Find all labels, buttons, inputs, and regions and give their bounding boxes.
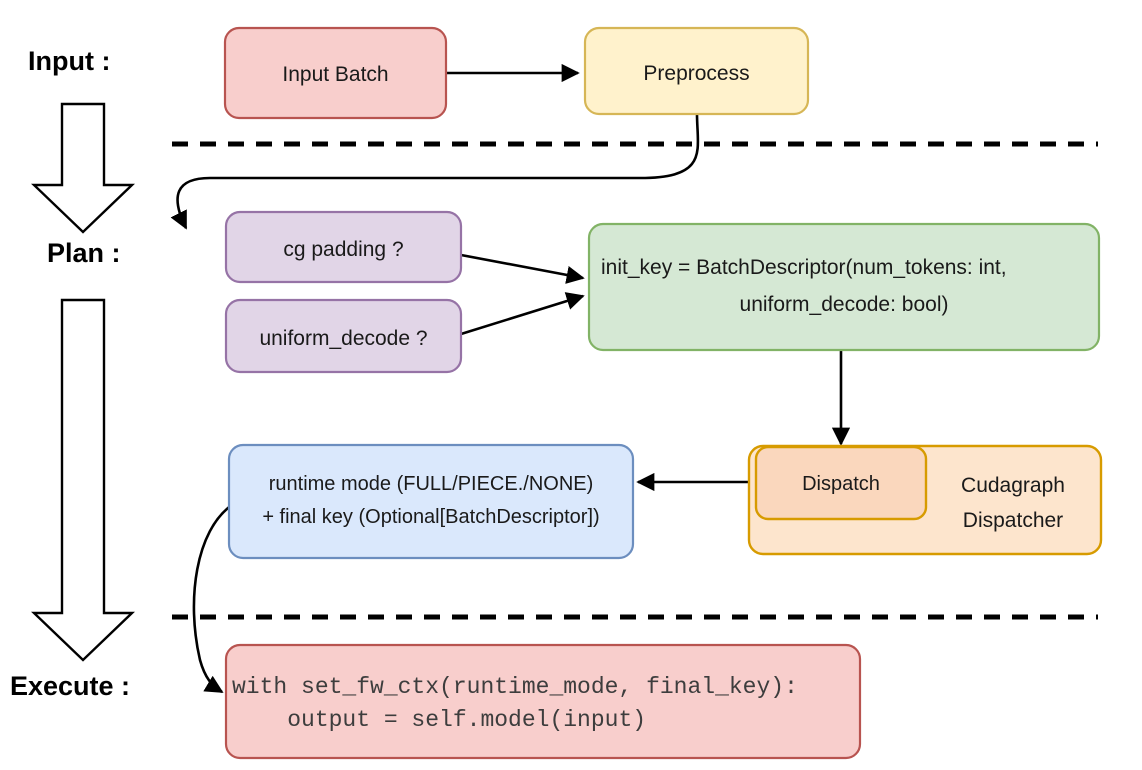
node-execute-code[interactable]: with set_fw_ctx(runtime_mode, final_key)… <box>224 643 862 760</box>
node-execute-code-line1: with set_fw_ctx(runtime_mode, final_key)… <box>232 674 798 700</box>
node-cudagraph-dispatcher-line1: Cudagraph <box>961 474 1065 497</box>
edge-preprocess-to-plan <box>170 113 700 230</box>
node-dispatch-label: Dispatch <box>802 473 880 495</box>
stage-label-execute: Execute : <box>10 671 130 701</box>
stage-label-input: Input : <box>28 46 110 76</box>
node-cudagraph-dispatcher-line2: Dispatcher <box>963 509 1063 532</box>
node-cg-padding-shape <box>224 210 463 284</box>
node-init-key[interactable]: init_key = BatchDescriptor(num_tokens: i… <box>587 222 1101 352</box>
node-init-key-line2: uniform_decode: bool) <box>740 293 949 316</box>
node-input-batch[interactable]: Input Batch <box>223 26 448 120</box>
node-uniform-decode[interactable]: uniform_decode ? <box>224 298 463 374</box>
node-dispatch[interactable]: Dispatch <box>754 445 928 521</box>
edge-cg-padding-to-init-key <box>460 253 585 284</box>
node-init-key-shape <box>587 222 1101 352</box>
edge-uniform-decode-to-init-key <box>460 292 585 336</box>
node-init-key-line1: init_key = BatchDescriptor(num_tokens: i… <box>601 256 1007 279</box>
node-runtime-mode-line2: + final key (Optional[BatchDescriptor]) <box>262 506 599 528</box>
node-cg-padding[interactable]: cg padding ? <box>224 210 463 284</box>
node-cg-padding-label: cg padding ? <box>283 238 403 261</box>
node-execute-code-shape <box>224 643 862 760</box>
node-runtime-mode[interactable]: runtime mode (FULL/PIECE./NONE) + final … <box>227 443 635 560</box>
plan-to-execute-stage-arrow <box>31 298 135 662</box>
node-preprocess-shape <box>583 26 810 116</box>
node-dispatch-shape <box>754 445 928 521</box>
node-uniform-decode-shape <box>224 298 463 374</box>
node-uniform-decode-label: uniform_decode ? <box>259 327 427 350</box>
input-to-plan-stage-arrow <box>31 102 135 234</box>
node-input-batch-shape <box>223 26 448 120</box>
node-execute-code-line2: output = self.model(input) <box>232 707 646 733</box>
node-runtime-mode-line1: runtime mode (FULL/PIECE./NONE) <box>269 473 594 495</box>
node-preprocess[interactable]: Preprocess <box>583 26 810 116</box>
node-input-batch-label: Input Batch <box>282 63 388 86</box>
node-preprocess-label: Preprocess <box>643 62 749 85</box>
edge-runtime-mode-to-execute <box>192 503 233 694</box>
stage-label-plan: Plan : <box>47 238 121 268</box>
node-runtime-mode-shape <box>227 443 635 560</box>
